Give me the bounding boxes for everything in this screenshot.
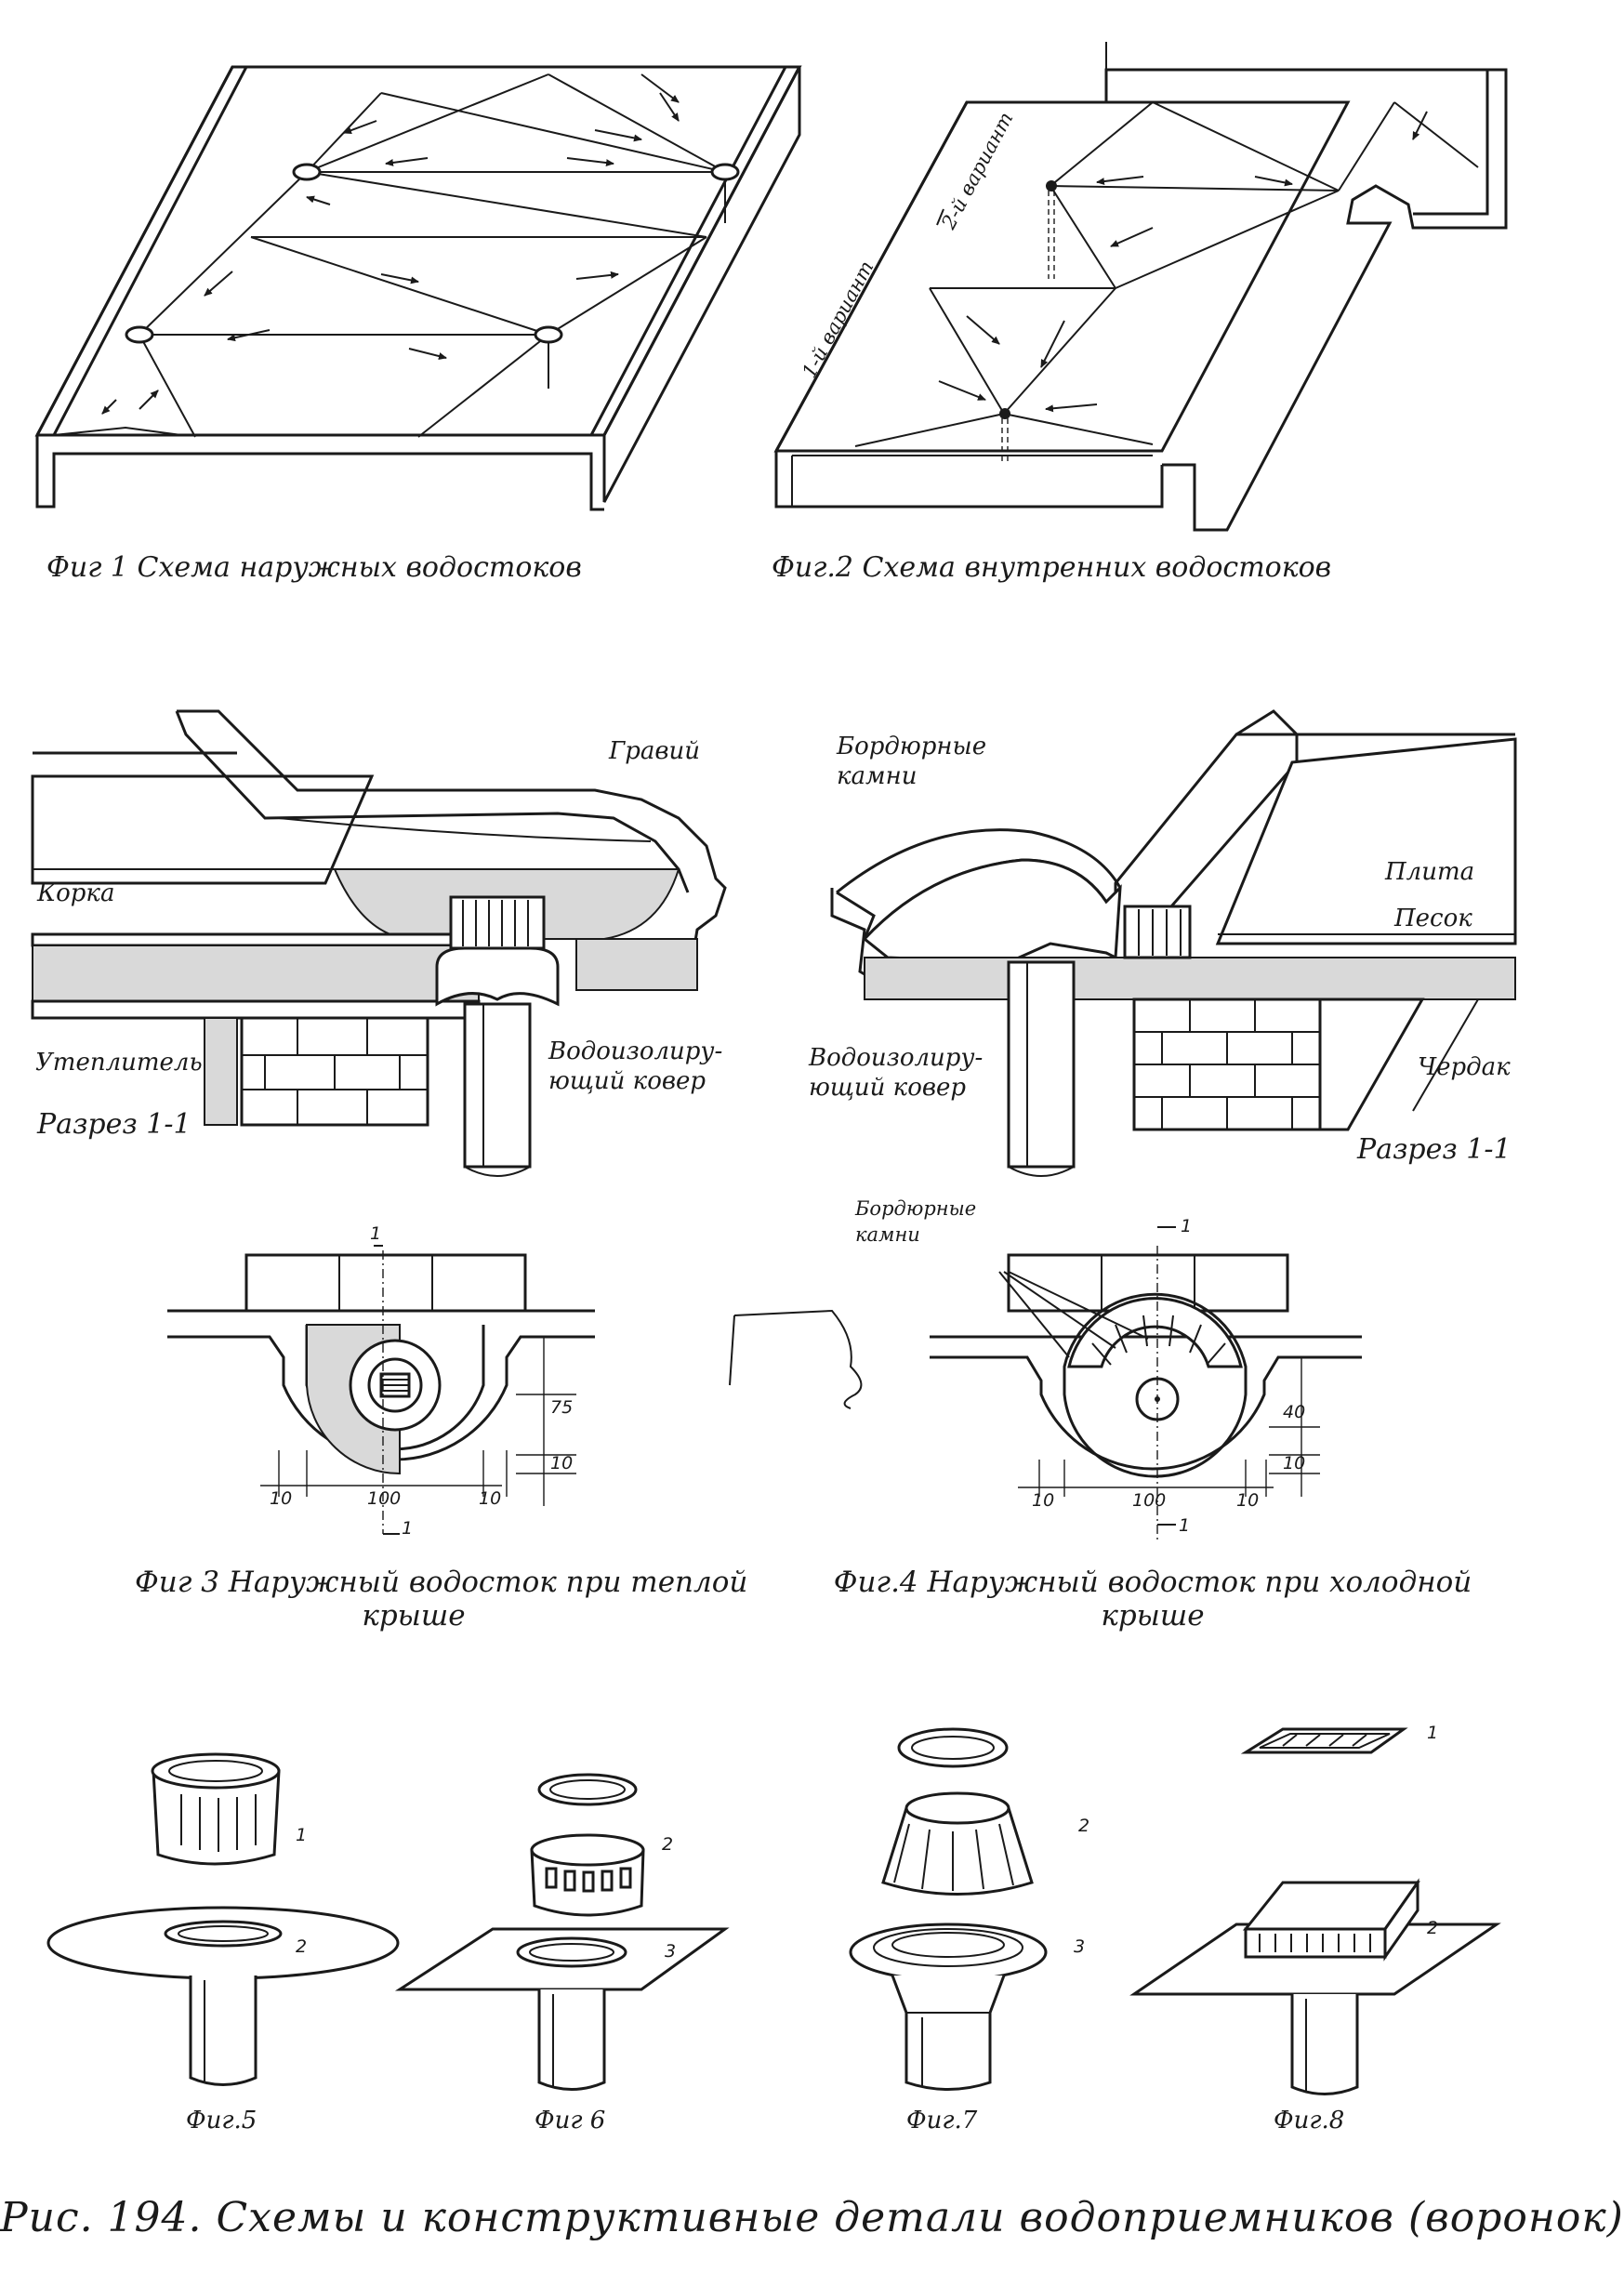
fig7-part3: 3 (1074, 1936, 1086, 1957)
waterproof-right-line2: ющий ковер (809, 1074, 967, 1102)
section-cold-roof-drawing (830, 709, 1517, 1177)
fig4-curb-line2: камни (855, 1223, 920, 1246)
fig4-caption-line2: крыше (1101, 1598, 1205, 1632)
fig5-funnel-drawing (46, 1752, 400, 2086)
fig3-dim-100: 100 (367, 1488, 402, 1509)
fig4-caption-line1: Фиг.4 Наружный водосток при холодной (833, 1566, 1472, 1599)
insulation-label: Утеплитель (35, 1049, 203, 1077)
section-warm-roof-drawing (31, 709, 727, 1177)
fig4-caption: Фиг.4 Наружный водосток при холодной кры… (818, 1566, 1487, 1632)
section-left-label: Разрез 1-1 (37, 1108, 191, 1141)
fig4-cut-top: 1 (1181, 1216, 1193, 1236)
fig2-internal-drains-drawing (773, 42, 1508, 532)
main-caption: Рис. 194. Схемы и конструктивные детали … (0, 2194, 1624, 2241)
fig8-part2: 2 (1427, 1918, 1439, 1938)
fig4-dim-10-right: 10 (1236, 1490, 1260, 1511)
fig3-dim-10-vertical: 10 (550, 1453, 574, 1473)
fig5-caption: Фиг.5 (186, 2107, 257, 2134)
fig7-funnel-drawing (849, 1727, 1048, 2091)
sand-label: Песок (1394, 905, 1472, 932)
fig4-curb-line1: Бордюрные (855, 1197, 977, 1220)
fig1-external-drains-drawing (34, 65, 802, 511)
fig3-caption: Фиг 3 Наружный водосток при теплой крыше (135, 1566, 747, 1632)
fig4-dim-10-vertical: 10 (1283, 1453, 1306, 1473)
fig8-caption: Фиг.8 (1274, 2107, 1345, 2134)
fig8-part1: 1 (1427, 1723, 1439, 1743)
fig4-dim-40: 40 (1283, 1402, 1306, 1422)
curb-stones-line2: камни (837, 762, 918, 790)
fig7-part2: 2 (1078, 1816, 1090, 1836)
fig4-plan-drawing (930, 1226, 1362, 1543)
fig3-dim-10-left: 10 (270, 1488, 293, 1509)
attic-label: Чердак (1418, 1053, 1511, 1081)
fig3-cut-top: 1 (370, 1223, 382, 1244)
fig5-part2: 2 (296, 1936, 308, 1957)
slab-label: Плита (1385, 858, 1475, 886)
fig3-caption-line1: Фиг 3 Наружный водосток при теплой (135, 1566, 748, 1599)
fig8-funnel-drawing (1129, 1727, 1501, 2095)
fig6-part3: 3 (665, 1941, 677, 1962)
fig5-part1: 1 (296, 1825, 308, 1845)
fig7-caption: Фиг.7 (906, 2107, 978, 2134)
waterproof-left-line2: ющий ковер (548, 1067, 706, 1095)
fig4-dim-100: 100 (1132, 1490, 1167, 1511)
fig3-cut-bottom: 1 (402, 1518, 414, 1539)
fig4-cut-bottom: 1 (1179, 1515, 1191, 1536)
crust-label: Корка (37, 879, 115, 907)
fig4-dim-10-left: 10 (1032, 1490, 1055, 1511)
gravel-label: Гравий (609, 737, 700, 765)
fig3-plan-drawing (167, 1245, 595, 1535)
fig3-caption-line2: крыше (362, 1598, 466, 1632)
technical-drawing (31, 42, 1517, 2095)
fig6-caption: Фиг 6 (535, 2107, 606, 2134)
fig1-caption: Фиг 1 Схема наружных водостоков (46, 551, 582, 584)
fig3-dim-10-right: 10 (479, 1488, 502, 1509)
waterproof-right-line1: Водоизолиру- (809, 1044, 984, 1072)
fig6-part2: 2 (662, 1834, 674, 1855)
fig3-dim-75: 75 (550, 1397, 574, 1418)
waterproof-left-line1: Водоизолиру- (548, 1037, 723, 1065)
curb-stones-line1: Бордюрные (837, 733, 987, 760)
fig2-caption: Фиг.2 Схема внутренних водостоков (772, 551, 1332, 584)
fig6-funnel-drawing (394, 1773, 730, 2091)
section-right-label: Разрез 1-1 (1357, 1133, 1512, 1166)
stray-scribble (729, 1309, 863, 1409)
